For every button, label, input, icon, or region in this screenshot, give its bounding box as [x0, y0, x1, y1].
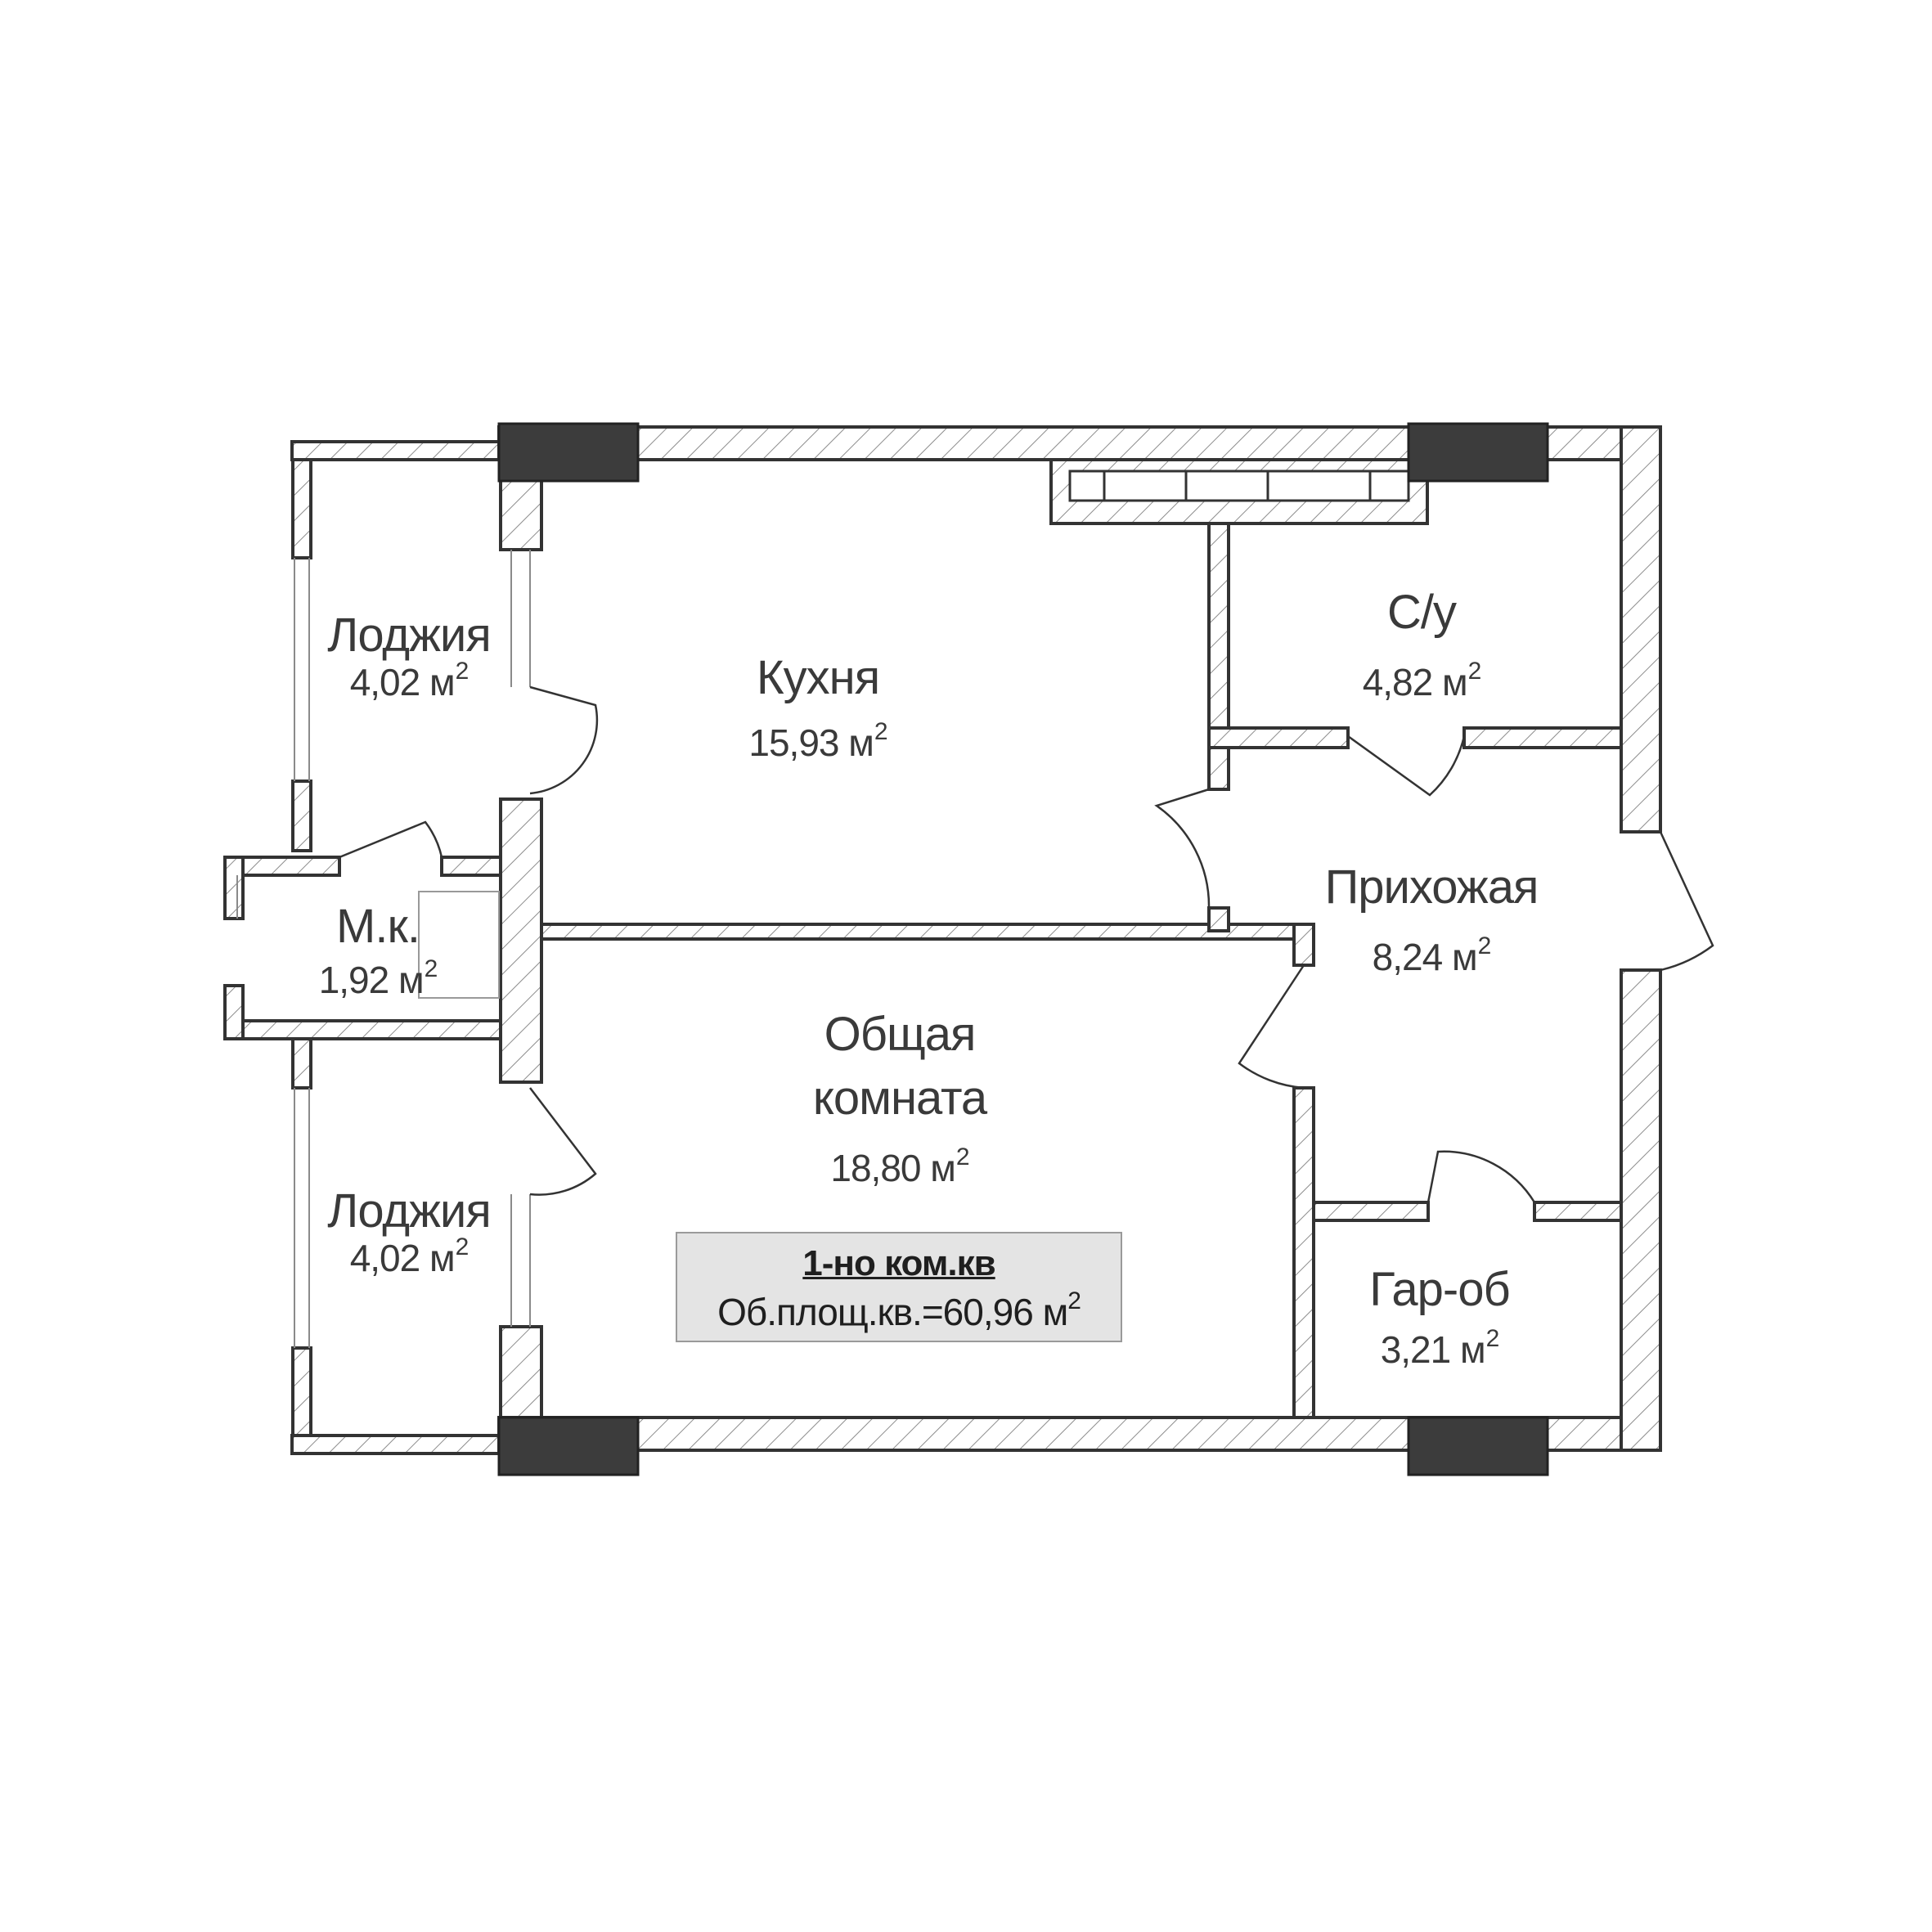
room-name: Прихожая — [1324, 860, 1539, 914]
door-utility — [339, 820, 443, 859]
hallway-label: Прихожая 8,24 м2 — [1324, 860, 1539, 978]
bathroom-bottom-wall-b — [1462, 726, 1623, 749]
kitchen-label: Кухня 15,93 м2 — [748, 654, 887, 762]
utility-top-wall-2 — [440, 856, 502, 877]
door-bathroom — [1347, 735, 1466, 797]
loggia-top-frame — [290, 440, 501, 461]
loggia-bottom-frame — [290, 1434, 501, 1455]
room-area: 1,92 м2 — [318, 955, 438, 1001]
apartment-summary-box: 1-но ком.кв Об.площ.кв.=60,96 м2 — [676, 1232, 1122, 1342]
partition-kitchen-living — [540, 923, 1312, 941]
doors — [339, 685, 1714, 1203]
wardrobe-top-wall-b — [1533, 1201, 1623, 1222]
loggia-bottom-side-a — [291, 1037, 312, 1090]
utility-label: М.к. 1,92 м2 — [318, 900, 438, 1001]
bathroom-label: С/у 4,82 м2 — [1362, 586, 1482, 703]
shaft-detail — [1068, 470, 1410, 502]
room-name: Лоджия — [327, 1184, 491, 1238]
loggia-top-side-b — [291, 780, 312, 852]
room-area: 18,80 м2 — [830, 1143, 969, 1189]
living-room-label: Общая комната 18,80 м2 — [812, 1008, 987, 1189]
room-area: 4,02 м2 — [349, 1233, 470, 1279]
loggia-top-label: Лоджия 4,02 м2 — [327, 609, 491, 703]
door-living — [1238, 964, 1305, 1090]
bathroom-stub — [1207, 906, 1230, 932]
wall-right-lower — [1620, 968, 1662, 1452]
utility-cabinet — [418, 891, 500, 999]
room-area: 15,93 м2 — [748, 718, 887, 764]
partition-living-hall-a — [1292, 923, 1315, 967]
wardrobe-top-wall-a — [1312, 1201, 1430, 1222]
wall-right-upper — [1620, 425, 1662, 833]
room-area: 3,21 м2 — [1380, 1325, 1500, 1371]
column-bottom-right — [1407, 1416, 1549, 1476]
loggia-top-side-a — [291, 458, 312, 559]
room-area: 8,24 м2 — [1372, 932, 1492, 978]
partition-living-hall-b — [1292, 1086, 1315, 1419]
door-wardrobe — [1427, 1150, 1536, 1203]
columns — [497, 422, 1549, 1476]
door-kitchen — [1154, 788, 1211, 909]
room-name: Гар-об — [1369, 1263, 1510, 1316]
loggia-bottom-side-b — [291, 1346, 312, 1437]
utility-left-wall-b — [223, 984, 245, 1040]
apartment-type: 1-но ком.кв — [802, 1243, 995, 1283]
bathroom-left-wall — [1207, 522, 1230, 791]
loggia-bottom-label: Лоджия 4,02 м2 — [327, 1184, 491, 1279]
room-name-line1: Общая — [824, 1008, 977, 1061]
wall-left-mid — [499, 798, 543, 1084]
door-loggia-bottom — [529, 1087, 597, 1196]
bathroom-bottom-wall-a — [1207, 726, 1350, 749]
utility-left-wall-a — [223, 856, 245, 920]
wall-left-bottom — [499, 1325, 543, 1419]
room-area: 4,82 м2 — [1362, 658, 1482, 703]
door-entrance — [1659, 831, 1714, 972]
wardrobe-label: Гар-об 3,21 м2 — [1369, 1263, 1510, 1371]
utility-bottom-wall — [223, 1019, 502, 1040]
total-area: Об.площ.кв.=60,96 м2 — [717, 1287, 1081, 1333]
room-name: Лоджия — [327, 609, 491, 662]
room-name-line2: комната — [812, 1072, 987, 1125]
room-area: 4,02 м2 — [349, 658, 470, 703]
door-loggia-top — [529, 685, 599, 795]
column-top-left — [497, 422, 640, 483]
room-name: М.к. — [336, 900, 420, 953]
room-name: С/у — [1387, 586, 1457, 639]
glazing — [236, 550, 531, 1348]
column-bottom-left — [497, 1416, 640, 1476]
room-name: Кухня — [756, 651, 880, 704]
column-top-right — [1407, 422, 1549, 483]
